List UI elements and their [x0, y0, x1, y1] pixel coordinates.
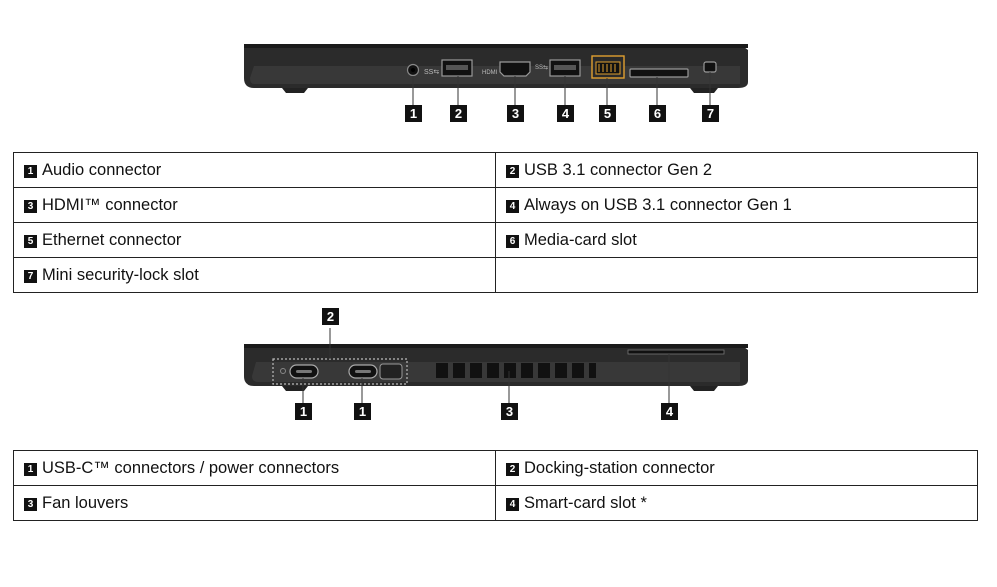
security-lock-slot	[703, 61, 717, 73]
callout: 1	[405, 105, 422, 122]
legend-label: USB 3.1 connector Gen 2	[524, 160, 713, 179]
left-side-view: 2 1 1 3 4	[0, 300, 997, 430]
callout: 6	[649, 105, 666, 122]
legend-cell: 6 Media-card slot	[495, 222, 978, 258]
callout-badge: 4	[506, 199, 519, 213]
table-row: 7 Mini security-lock slot	[13, 257, 978, 293]
callout-badge: 2	[506, 164, 519, 178]
callout-badge: 1	[24, 164, 37, 178]
legend-label: HDMI™ connector	[42, 195, 178, 214]
foot	[282, 386, 308, 391]
callout: 3	[501, 403, 518, 420]
usb-always-on-port	[549, 59, 581, 77]
hdmi-mark: HDMI	[482, 70, 498, 76]
legend-label: USB-C™ connectors / power connectors	[42, 458, 340, 477]
legend-label: Media-card slot	[524, 230, 637, 249]
legend-cell: 7 Mini security-lock slot	[13, 257, 496, 293]
legend-cell: 2 USB 3.1 connector Gen 2	[495, 152, 978, 188]
callout-badge: 4	[506, 497, 519, 511]
legend-cell: 5 Ethernet connector	[13, 222, 496, 258]
foot	[282, 88, 308, 93]
legend-cell-empty	[495, 257, 978, 293]
hdmi-port	[499, 61, 531, 77]
legend-cell: 3 HDMI™ connector	[13, 187, 496, 223]
callout: 3	[507, 105, 524, 122]
smart-card-slot	[627, 349, 725, 355]
right-side-illustration: SS⇆ HDMI SS⇆	[244, 44, 748, 105]
callout: 4	[661, 403, 678, 420]
legend-cell: 3 Fan louvers	[13, 485, 496, 521]
usb-c-port	[348, 364, 378, 379]
usb-on-mark: SS⇆	[535, 64, 548, 71]
table-row: 1 Audio connector 2 USB 3.1 connector Gen …	[13, 152, 978, 188]
legend-cell: 4 Always on USB 3.1 connector Gen 1	[495, 187, 978, 223]
legend-cell: 4 Smart-card slot *	[495, 485, 978, 521]
legend-label: Fan louvers	[42, 493, 129, 512]
callout-badge: 3	[24, 199, 37, 213]
legend-label: Docking-station connector	[524, 458, 715, 477]
callout: 2	[450, 105, 467, 122]
usb-mark: SS⇆	[424, 69, 439, 76]
legend-label: Ethernet connector	[42, 230, 182, 249]
fan-louvers	[436, 363, 596, 378]
callout: 4	[557, 105, 574, 122]
legend-cell: 2 Docking-station connector	[495, 450, 978, 486]
table-row: 5 Ethernet connector 6 Media-card slot	[13, 222, 978, 258]
callout-badge: 5	[24, 234, 37, 248]
table-row: 3 HDMI™ connector 4 Always on USB 3.1 conn…	[13, 187, 978, 223]
legend-cell: 1 Audio connector	[13, 152, 496, 188]
audio-jack	[406, 63, 420, 77]
callout: 1	[295, 403, 312, 420]
legend-label: Audio connector	[42, 160, 162, 179]
callout-badge: 6	[506, 234, 519, 248]
legend-label: Mini security-lock slot	[42, 265, 199, 284]
callout: 7	[702, 105, 719, 122]
callout: 5	[599, 105, 616, 122]
foot	[690, 386, 718, 391]
right-side-legend: 1 Audio connector 2 USB 3.1 connector Gen …	[13, 152, 978, 293]
usb-port	[441, 59, 473, 77]
right-side-view: SS⇆ HDMI SS⇆	[0, 38, 997, 128]
callout: 1	[354, 403, 371, 420]
callout-badge: 2	[506, 462, 519, 476]
callout: 2	[322, 308, 339, 325]
usb-c-port	[289, 364, 319, 379]
legend-label: Always on USB 3.1 connector Gen 1	[524, 195, 792, 214]
power-indicator-icon	[280, 368, 286, 374]
legend-label: Smart-card slot *	[524, 493, 647, 512]
callout-badge: 7	[24, 269, 37, 283]
foot	[690, 88, 718, 93]
docking-plate	[379, 363, 403, 380]
media-card-slot	[629, 68, 689, 78]
callout-badge: 1	[24, 462, 37, 476]
left-side-illustration	[244, 328, 748, 403]
docking-connector	[272, 358, 408, 385]
ethernet-port	[591, 55, 625, 79]
table-row: 3 Fan louvers 4 Smart-card slot *	[13, 485, 978, 521]
legend-cell: 1 USB-C™ connectors / power connectors	[13, 450, 496, 486]
callout-badge: 3	[24, 497, 37, 511]
